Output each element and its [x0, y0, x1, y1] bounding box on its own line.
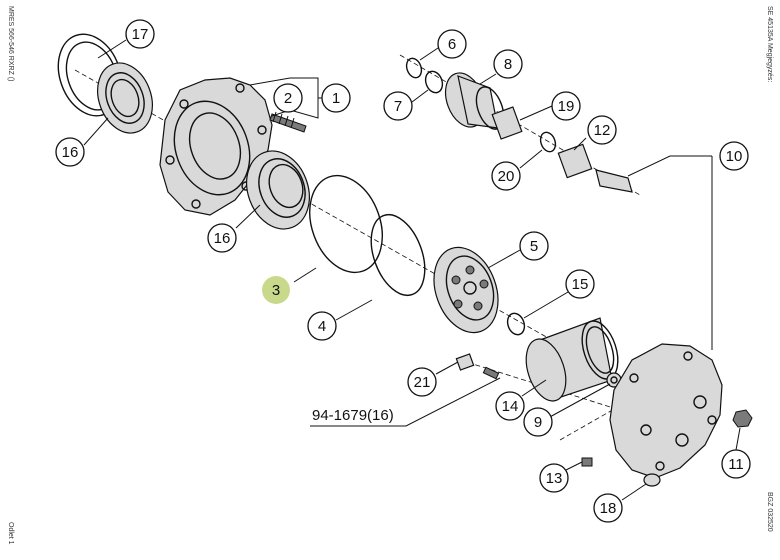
callout-12: 12 [587, 115, 617, 145]
callout-circle [207, 223, 237, 253]
snap-ring-6 [405, 57, 423, 79]
reference-label: 94-1679(16) [312, 407, 394, 424]
callout-16: 16 [207, 223, 237, 253]
callout-circle [307, 311, 337, 341]
snap-ring-7 [424, 70, 444, 94]
ring-gear-14 [525, 317, 619, 402]
snap-ring-15 [506, 312, 526, 336]
callout-18: 18 [593, 493, 623, 523]
callout-6: 6 [437, 29, 467, 59]
callout-number: 4 [318, 318, 326, 335]
callout-13: 13 [539, 463, 569, 493]
callout-number: 11 [728, 456, 744, 473]
callout-number: 19 [558, 98, 575, 115]
callout-number: 18 [600, 500, 617, 517]
planet-cover-10 [609, 343, 723, 479]
callout-8: 8 [493, 49, 523, 79]
callout-number: 9 [534, 414, 542, 431]
callout-number: 2 [284, 90, 292, 107]
needle-bearing-19 [491, 106, 523, 140]
callout-circle [495, 391, 525, 421]
margin-right-bottom: BGZ 032520 [766, 492, 773, 532]
callout-number: 17 [132, 26, 149, 43]
callout-number: 16 [214, 230, 231, 247]
callout-14: 14 [495, 391, 525, 421]
callout-number: 3 [272, 282, 280, 299]
callout-circle [407, 367, 437, 397]
margin-right-top: SE 45135A Megjegyzés: [766, 6, 773, 82]
callout-17: 17 [125, 19, 155, 49]
nut-11 [732, 409, 753, 428]
callout-number: 7 [394, 98, 402, 115]
callout-circle [551, 91, 581, 121]
callout-circle [565, 269, 595, 299]
callout-number: 16 [62, 144, 79, 161]
planet-carrier-5 [433, 246, 499, 334]
callout-circle [593, 493, 623, 523]
callout-number: 10 [726, 148, 743, 165]
callout-20: 20 [491, 161, 521, 191]
callout-number: 8 [504, 56, 512, 73]
callout-15: 15 [565, 269, 595, 299]
callout-11: 11 [721, 449, 751, 479]
callout-circle [491, 161, 521, 191]
bearing-16a [97, 62, 153, 134]
callout-number: 1 [332, 90, 340, 107]
callout-number: 13 [546, 470, 563, 487]
callout-circle [719, 141, 749, 171]
callout-circle [321, 83, 351, 113]
callout-circle [539, 463, 569, 493]
plug-21 [455, 353, 500, 380]
callout-10: 10 [719, 141, 749, 171]
callout-circle [273, 83, 303, 113]
callout-16: 16 [55, 137, 85, 167]
callout-circle [493, 49, 523, 79]
callout-7: 7 [383, 91, 413, 121]
leader-lines [83, 39, 741, 501]
callout-number: 14 [502, 398, 519, 415]
o-ring-3 [309, 174, 383, 274]
shaft [595, 169, 633, 193]
callout-circle [519, 231, 549, 261]
callout-number: 12 [594, 122, 611, 139]
margin-left-top: MRES 566-546 RXRZ () [7, 6, 14, 81]
o-ring-4 [370, 213, 426, 297]
wheel-stud-2 [269, 111, 307, 133]
bolt-13 [581, 457, 593, 467]
callout-3: 3 [262, 276, 290, 304]
callout-circle [55, 137, 85, 167]
callout-21: 21 [407, 367, 437, 397]
washer-20 [539, 131, 557, 153]
needle-bearing-12 [557, 143, 593, 179]
callout-circle [437, 29, 467, 59]
callout-number: 21 [414, 374, 431, 391]
callout-4: 4 [307, 311, 337, 341]
callout-circle [523, 407, 553, 437]
callout-2: 2 [273, 83, 303, 113]
sun-gear-8 [444, 72, 505, 130]
callout-circle [721, 449, 751, 479]
hub-housing-1 [159, 77, 273, 216]
bearing-16b [246, 150, 310, 230]
callout-1: 1 [321, 83, 351, 113]
callout-number: 15 [572, 276, 589, 293]
callout-number: 20 [498, 168, 515, 185]
callout-5: 5 [519, 231, 549, 261]
margin-left-bottom: Odlet 1 [7, 522, 14, 545]
callout-circle [587, 115, 617, 145]
callout-19: 19 [551, 91, 581, 121]
callout-9: 9 [523, 407, 553, 437]
callout-circle [125, 19, 155, 49]
callout-circle [262, 276, 290, 304]
callout-number: 5 [530, 238, 538, 255]
callout-circle [383, 91, 413, 121]
callout-number: 6 [448, 36, 456, 53]
plug-18 [643, 473, 661, 487]
